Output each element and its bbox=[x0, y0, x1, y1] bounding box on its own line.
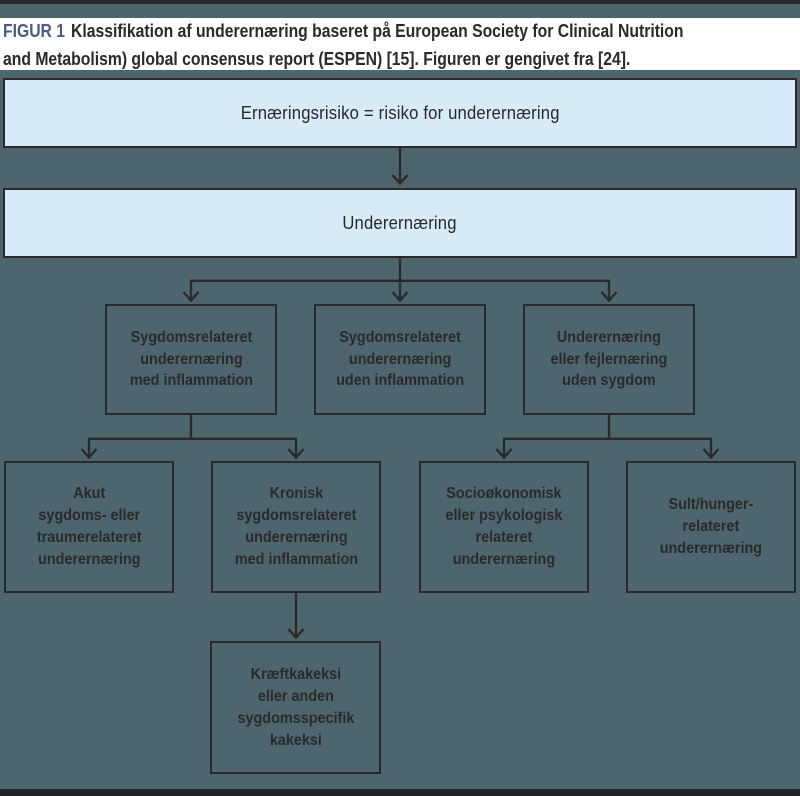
caption-text-1: Klassifikation af underernæring baseret … bbox=[70, 20, 684, 41]
node-sult-hunger: Sult/hunger- relateret underernæring bbox=[626, 461, 796, 593]
node-akut-traumerelateret-label: Akut sygdoms- eller traumerelateret unde… bbox=[36, 485, 142, 568]
node-sygdomsrelateret-uden-inflammation-label: Sygdomsrelateret underernæring uden infl… bbox=[335, 329, 464, 390]
node-sociooekonomisk-psykologisk: Socioøkonomisk eller psykologisk relater… bbox=[419, 461, 589, 593]
node-ernaeringsrisiko-label: Ernæringsrisiko = risiko for underernæri… bbox=[240, 102, 560, 123]
node-underernaering-label: Underernæring bbox=[342, 212, 458, 233]
caption-text-2: and Metabolism) global consensus report … bbox=[3, 48, 631, 69]
node-kronisk-sygdomsrelateret: Kronisk sygdomsrelateret underernæring m… bbox=[211, 461, 381, 593]
node-sult-hunger-label: Sult/hunger- relateret underernæring bbox=[659, 496, 763, 557]
node-sygdomsrelateret-uden-inflammation: Sygdomsrelateret underernæring uden infl… bbox=[314, 304, 486, 415]
node-ernaeringsrisiko: Ernæringsrisiko = risiko for underernæri… bbox=[3, 78, 797, 148]
node-underernaering-uden-sygdom-label: Underernæring eller fejlernæring uden sy… bbox=[550, 329, 668, 390]
node-kronisk-sygdomsrelateret-label: Kronisk sygdomsrelateret underernæring m… bbox=[234, 485, 358, 568]
node-akut-traumerelateret: Akut sygdoms- eller traumerelateret unde… bbox=[4, 461, 174, 593]
figure-number-label: FIGUR 1 bbox=[3, 20, 66, 41]
node-sygdomsrelateret-med-inflammation: Sygdomsrelateret underernæring med infla… bbox=[105, 304, 277, 415]
top-teal-band bbox=[0, 4, 800, 18]
node-underernaering-uden-sygdom: Underernæring eller fejlernæring uden sy… bbox=[523, 304, 695, 415]
figure-background bbox=[0, 70, 800, 789]
node-sygdomsrelateret-med-inflammation-label: Sygdomsrelateret underernæring med infla… bbox=[129, 329, 253, 390]
top-black-rule bbox=[0, 0, 800, 4]
node-underernaering: Underernæring bbox=[3, 188, 797, 258]
caption-background bbox=[0, 18, 800, 70]
node-kraeftkakeksi: Kræftkakeksi eller anden sygdomsspecifik… bbox=[210, 641, 381, 774]
node-kraeftkakeksi-label: Kræftkakeksi eller anden sygdomsspecifik… bbox=[237, 665, 354, 749]
bottom-black-rule bbox=[0, 789, 800, 796]
node-sociooekonomisk-psykologisk-label: Socioøkonomisk eller psykologisk relater… bbox=[445, 485, 563, 568]
caption-line-2: and Metabolism) global consensus report … bbox=[3, 45, 680, 73]
